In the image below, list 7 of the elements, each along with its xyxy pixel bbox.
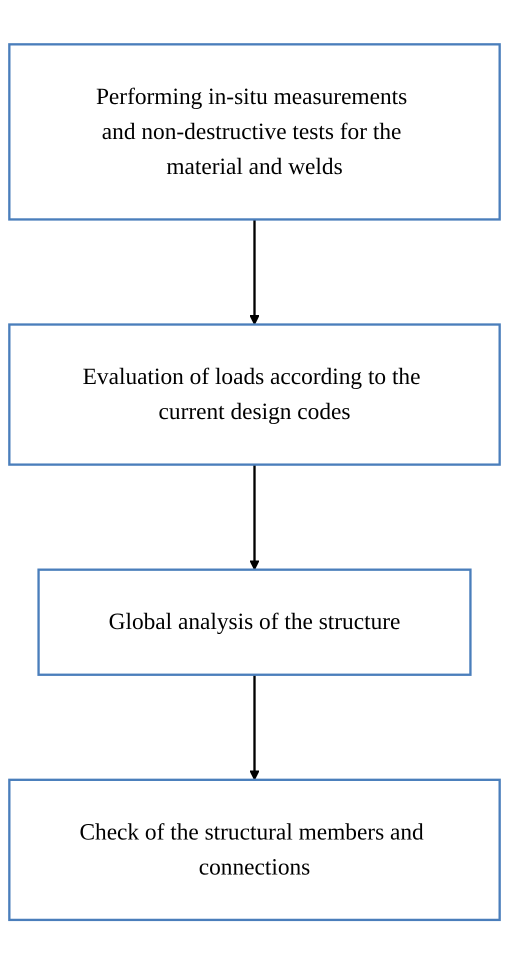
node-box: Global analysis of the structure	[37, 568, 472, 676]
node-box: Check of the structural members and connections	[8, 778, 501, 921]
arrow	[249, 219, 260, 325]
arrow	[249, 464, 260, 570]
arrow	[249, 674, 260, 780]
node-box: Evaluation of loads according to the current design codes	[8, 323, 501, 466]
node-box: Performing in-situ measurements and non-destructive tests for the material and welds	[8, 43, 501, 220]
